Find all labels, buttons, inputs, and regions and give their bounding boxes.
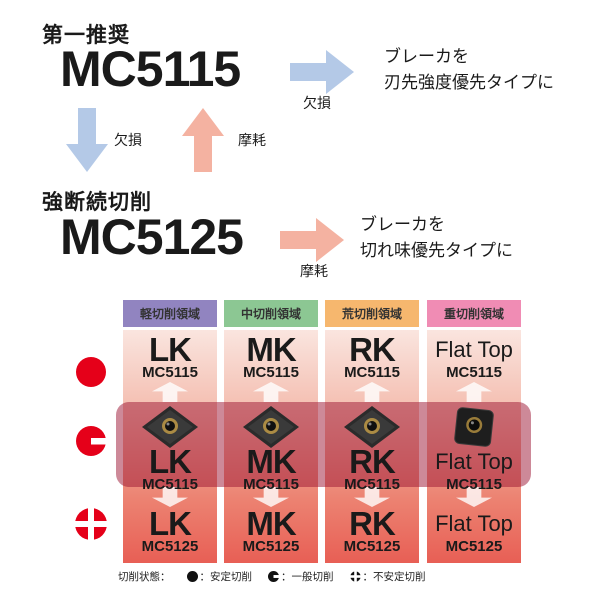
insert-photo-square-icon	[454, 407, 494, 447]
strength-type-line2: 刃先強度優先タイプに	[384, 73, 554, 92]
down-white-arrow-icon	[253, 487, 289, 507]
grade-mc5115-title: MC5115	[60, 41, 241, 97]
breaker-name: RK	[349, 443, 396, 480]
header-light-cutting: 軽切削領域	[123, 300, 217, 327]
cell-mk-mc5125-bottom: MK MC5125	[224, 505, 318, 555]
breaker-name: Flat Top	[435, 449, 513, 474]
legend-item-label: ：不安定切削	[362, 571, 426, 583]
chipping-label-top: 欠損	[303, 95, 331, 111]
legend-item-stable: ：安定切削	[186, 569, 253, 584]
grade-name: MC5115	[446, 364, 502, 381]
insert-photo-diamond-icon	[344, 406, 400, 448]
breaker-name: RK	[349, 331, 396, 368]
down-white-arrow-icon	[456, 487, 492, 507]
up-white-arrow-icon	[456, 382, 492, 402]
wear-label-bottom: 摩耗	[300, 263, 328, 279]
sharpness-type-line2: 切れ味優先タイプに	[360, 241, 513, 260]
cell-mk-mc5115-mid: MK MC5115	[224, 443, 318, 493]
cell-flattop-mc5115-mid: Flat Top MC5115	[427, 448, 521, 493]
cell-rk-mc5115-top: RK MC5115	[325, 331, 419, 381]
cell-flattop-mc5125-bottom: Flat Top MC5125	[427, 510, 521, 555]
first-recommendation-label: 第一推奨	[42, 24, 130, 47]
chipping-label-mid: 欠損	[114, 132, 142, 148]
grade-name: MC5115	[243, 476, 299, 493]
down-arrow-blue-icon	[66, 108, 108, 172]
sharpness-type-line1: ブレーカを	[360, 215, 445, 234]
up-white-arrow-icon	[152, 382, 188, 402]
breaker-name: LK	[149, 505, 192, 542]
stable-circle-icon	[186, 571, 198, 582]
grade-name: MC5115	[142, 364, 198, 381]
legend-item-unstable: ：不安定切削	[349, 569, 426, 584]
right-arrow-blue-icon	[290, 50, 354, 94]
cross-circle-icon	[349, 571, 361, 582]
insert-photo-diamond-icon	[142, 406, 198, 448]
cell-flattop-mc5115-top: Flat Top MC5115	[427, 336, 521, 381]
legend-item-label: ：一般切削	[281, 571, 334, 583]
header-medium-cutting: 中切削領域	[224, 300, 318, 327]
wear-label-mid: 摩耗	[238, 132, 266, 148]
breaker-name: LK	[149, 331, 192, 368]
cell-rk-mc5125-bottom: RK MC5125	[325, 505, 419, 555]
breaker-name: MK	[246, 443, 296, 480]
header-rough-cutting: 荒切削領域	[325, 300, 419, 327]
unstable-cutting-cross-circle-icon	[74, 507, 108, 541]
cell-lk-mc5115-mid: LK MC5115	[123, 443, 217, 493]
cell-lk-mc5125-bottom: LK MC5125	[123, 505, 217, 555]
legend-item-label: ：安定切削	[199, 571, 253, 583]
grade-name: MC5115	[446, 476, 502, 493]
cell-lk-mc5115-top: LK MC5115	[123, 331, 217, 381]
grade-name: MC5115	[243, 364, 299, 381]
insert-photo-diamond-icon	[243, 406, 299, 448]
stable-cutting-circle-icon	[76, 357, 106, 387]
down-white-arrow-icon	[354, 487, 390, 507]
breaker-name: MK	[246, 505, 296, 542]
grade-name: MC5115	[142, 476, 198, 493]
grade-mc5125-title: MC5125	[60, 209, 244, 265]
grade-name: MC5125	[445, 538, 503, 555]
up-arrow-salmon-icon	[182, 108, 224, 172]
header-heavy-cutting: 重切削領域	[427, 300, 521, 327]
column-panel-lk: LK MC5115 LK MC5115 LK MC5125	[123, 330, 217, 563]
breaker-name: Flat Top	[435, 511, 513, 536]
strength-type-line1: ブレーカを	[384, 47, 469, 66]
notched-circle-icon	[268, 571, 279, 582]
up-white-arrow-icon	[253, 382, 289, 402]
breaker-name: RK	[349, 505, 396, 542]
legend: 切削状態： ：安定切削 ：一般切削 ：不安定切削	[118, 569, 426, 584]
down-white-arrow-icon	[152, 487, 188, 507]
legend-item-general: ：一般切削	[268, 569, 334, 584]
grade-name: MC5125	[242, 538, 300, 555]
grade-name: MC5125	[343, 538, 401, 555]
grade-name: MC5115	[344, 476, 400, 493]
grade-name: MC5115	[344, 364, 400, 381]
sharpness-type-text: ブレーカを 切れ味優先タイプに	[360, 212, 513, 264]
legend-title: 切削状態：	[118, 571, 171, 583]
strength-type-text: ブレーカを 刃先強度優先タイプに	[384, 44, 554, 96]
up-white-arrow-icon	[354, 382, 390, 402]
right-arrow-salmon-icon	[280, 218, 344, 262]
breaker-name: LK	[149, 443, 192, 480]
general-cutting-notched-circle-icon	[76, 426, 106, 456]
breaker-name: Flat Top	[435, 337, 513, 362]
heavy-interrupted-label: 強断続切削	[42, 191, 152, 214]
breaker-name: MK	[246, 331, 296, 368]
grade-name: MC5125	[141, 538, 199, 555]
cell-rk-mc5115-mid: RK MC5115	[325, 443, 419, 493]
cell-mk-mc5115-top: MK MC5115	[224, 331, 318, 381]
